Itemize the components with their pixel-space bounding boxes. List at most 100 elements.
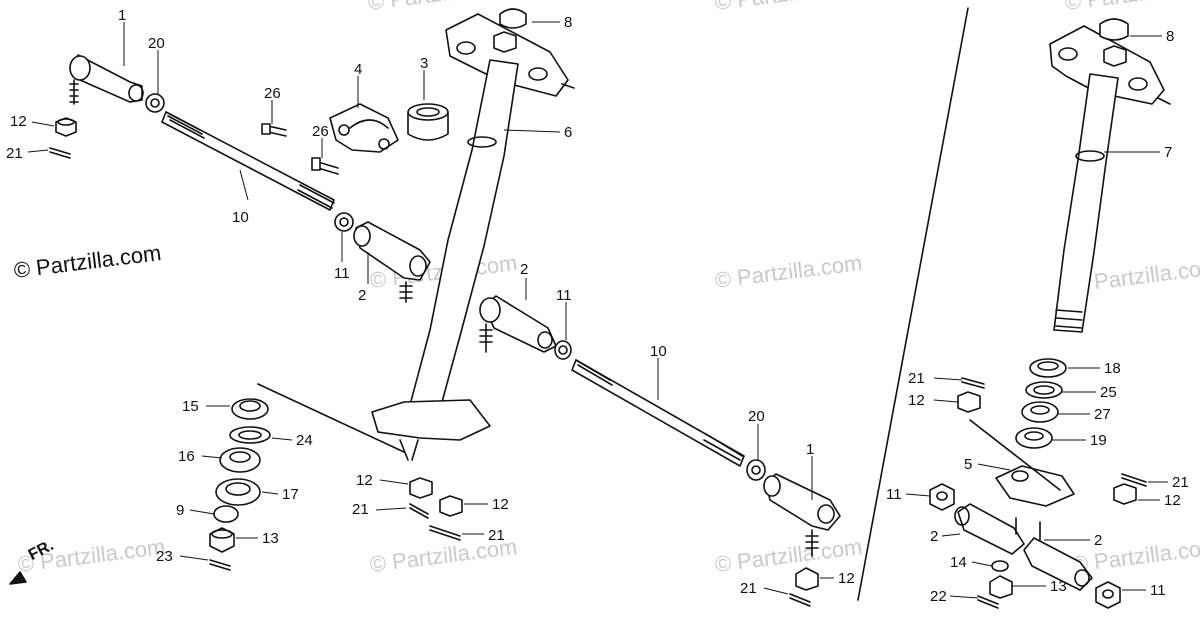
bolt-26-b <box>311 157 339 175</box>
nut-13-right <box>989 575 1013 599</box>
bearing-16 <box>219 447 261 473</box>
callout-13: 13 <box>262 530 279 547</box>
callout-20: 20 <box>748 408 765 425</box>
callout-12: 12 <box>908 392 925 409</box>
callout-2: 2 <box>930 528 938 545</box>
callout-12: 12 <box>1164 492 1181 509</box>
callout-2: 2 <box>1094 532 1102 549</box>
cotter-pin-21-center-b <box>429 525 461 541</box>
callout-1: 1 <box>118 7 126 24</box>
steering-shaft-7 <box>1049 25 1171 333</box>
pitman-arm-5 <box>995 465 1075 507</box>
callout-24: 24 <box>296 432 313 449</box>
tie-rod-10-middle <box>571 359 745 467</box>
nut-top-right <box>1103 45 1127 67</box>
tie-rod-end-2-right-b <box>1023 521 1093 591</box>
callout-10: 10 <box>232 209 249 226</box>
callout-11: 11 <box>334 265 350 282</box>
washer-24 <box>229 426 271 444</box>
callout-19: 19 <box>1090 432 1107 449</box>
steering-shaft-bushing-3 <box>407 103 449 141</box>
nut-11-right-a <box>929 483 955 511</box>
callout-14: 14 <box>950 554 967 571</box>
guide-line-right <box>969 419 1061 491</box>
washer-11-left <box>334 212 354 232</box>
nut-12-right-b <box>1113 483 1137 505</box>
bearing-18 <box>1029 358 1067 378</box>
steering-shaft-6 <box>371 13 575 461</box>
callout-11: 11 <box>886 486 902 503</box>
callout-22: 22 <box>930 588 947 605</box>
callout-4: 4 <box>354 61 362 78</box>
callout-12: 12 <box>356 472 373 489</box>
leader-lines <box>27 21 1168 599</box>
divider-line <box>857 7 969 601</box>
callout-2: 2 <box>520 261 528 278</box>
callout-25: 25 <box>1100 384 1117 401</box>
callout-9: 9 <box>176 502 184 519</box>
steering-shaft-holder-4 <box>329 103 399 153</box>
callout-21: 21 <box>488 527 505 544</box>
tie-rod-end-1-middle <box>763 473 841 557</box>
callout-13: 13 <box>1050 578 1067 595</box>
callout-1: 1 <box>806 441 814 458</box>
nut-12-middle <box>795 567 819 591</box>
cotter-pin-21-middle <box>789 593 811 607</box>
washer-25 <box>1025 381 1063 399</box>
cotter-pin-21-center-a <box>409 503 429 519</box>
nut-top-left <box>493 31 517 53</box>
callout-26: 26 <box>312 123 329 140</box>
cotter-pin-21-left <box>49 147 71 159</box>
nut-12-left <box>55 117 77 137</box>
cotter-pin-21-right-a <box>961 377 985 389</box>
callout-21: 21 <box>352 501 369 518</box>
washer-14 <box>991 560 1009 572</box>
callout-23: 23 <box>156 548 173 565</box>
nut-12-center-b <box>439 495 463 517</box>
callout-21: 21 <box>740 580 757 597</box>
tie-rod-end-1-left <box>69 54 144 105</box>
callout-10: 10 <box>650 343 667 360</box>
bearing-19 <box>1015 427 1053 449</box>
callout-6: 6 <box>564 124 572 141</box>
bolt-26-a <box>261 123 287 137</box>
cotter-pin-21-right-b <box>1121 473 1147 487</box>
callout-12: 12 <box>492 496 509 513</box>
guide-line-left <box>257 383 405 453</box>
nut-12-right-a <box>957 391 981 413</box>
tie-rod-end-2-right-a <box>954 503 1025 555</box>
callout-2: 2 <box>358 287 366 304</box>
callout-12: 12 <box>10 113 27 130</box>
callout-11: 11 <box>1150 582 1166 599</box>
front-arrow-icon <box>9 571 27 585</box>
dust-seal-15 <box>231 398 269 420</box>
callout-12: 12 <box>838 570 855 587</box>
cotter-pin-22 <box>977 595 999 609</box>
washer-11-middle <box>554 340 572 360</box>
callout-8: 8 <box>564 14 572 31</box>
callout-21: 21 <box>6 145 23 162</box>
dust-seal-8-right <box>1099 18 1129 41</box>
tie-rod-10-left <box>161 111 335 211</box>
callout-7: 7 <box>1164 144 1172 161</box>
tie-rod-end-2-left <box>353 221 431 303</box>
callout-15: 15 <box>182 398 199 415</box>
callout-21: 21 <box>1172 474 1189 491</box>
callout-8: 8 <box>1166 28 1174 45</box>
callout-16: 16 <box>178 448 195 465</box>
callout-21: 21 <box>908 370 925 387</box>
washer-20-left <box>145 93 165 113</box>
callout-27: 27 <box>1094 406 1111 423</box>
dust-seal-8-left <box>499 8 527 29</box>
callout-3: 3 <box>420 55 428 72</box>
callout-labels: 1 20 12 21 26 26 4 3 8 6 10 11 2 15 24 1… <box>6 7 1189 605</box>
callout-20: 20 <box>148 35 165 52</box>
callout-18: 18 <box>1104 360 1121 377</box>
callout-11: 11 <box>556 287 572 304</box>
tie-rod-end-2-middle <box>479 295 557 353</box>
bearing-27 <box>1021 401 1059 423</box>
callout-17: 17 <box>282 486 299 503</box>
washer-20-middle <box>746 459 766 481</box>
cotter-pin-23 <box>209 559 231 571</box>
